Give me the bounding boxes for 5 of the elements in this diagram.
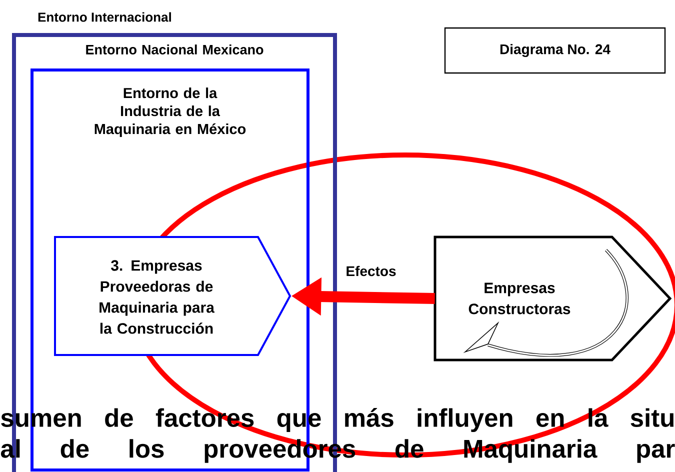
- pentagon-box: 3. Empresas Proveedoras de Maquinaria para la Construcción: [54, 236, 292, 356]
- frame-heading: Entorno Internacional: [38, 12, 171, 22]
- edge-label: Efectos: [346, 266, 396, 276]
- pentagon-box: Empresas Constructoras: [434, 236, 672, 362]
- label-box: Diagrama No. 24: [444, 27, 666, 74]
